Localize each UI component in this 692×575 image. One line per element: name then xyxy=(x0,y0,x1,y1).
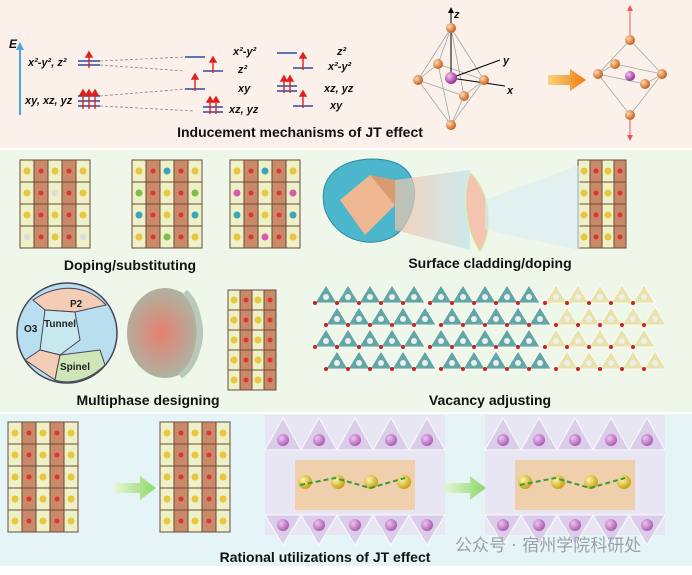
lattice-pristine xyxy=(19,159,91,249)
octahedron-elongated xyxy=(593,5,667,141)
phase-o3: O3 xyxy=(24,324,38,335)
multiphase-title: Multiphase designing xyxy=(76,392,219,408)
t2g-label: xy, xz, yz xyxy=(24,95,73,107)
prismatic-structures xyxy=(264,415,666,546)
lattice-clad xyxy=(577,159,627,249)
doping-title: Doping/substituting xyxy=(64,257,196,273)
lattice-multiphase xyxy=(227,289,277,391)
rational-arrow-2-icon xyxy=(445,476,486,500)
elong-level-1: x²-y² xyxy=(232,46,257,58)
phase-p2: P2 xyxy=(70,299,83,310)
rational-arrow-1-icon xyxy=(115,476,156,500)
multiphase-particle: P2 O3 Tunnel Spinel xyxy=(16,282,203,384)
phase-tunnel: Tunnel xyxy=(44,319,76,330)
prism-struct-b xyxy=(484,415,666,546)
elong-level-4: xz, yz xyxy=(228,104,259,116)
watermark: 公众号 · 宿州学院科研处 xyxy=(455,536,641,556)
vacancy-title: Vacancy adjusting xyxy=(429,392,551,408)
vacancy-network-2 xyxy=(428,284,552,371)
inducement-title: Inducement mechanisms of JT effect xyxy=(177,124,423,140)
surface-cladding-illustration xyxy=(322,158,580,253)
axis-x: x xyxy=(506,85,514,97)
cladding-title: Surface cladding/doping xyxy=(408,255,571,271)
phase-spinel: Spinel xyxy=(60,362,90,373)
axis-y: y xyxy=(502,55,510,67)
lattice-rational-1 xyxy=(7,421,79,533)
layered-lattice-structures xyxy=(7,159,627,533)
octahedron-regular: z y x xyxy=(413,7,514,130)
vacancy-network-3 xyxy=(543,284,667,371)
comp-level-3: xz, yz xyxy=(323,83,354,95)
elong-level-3: xy xyxy=(237,83,251,95)
axis-z: z xyxy=(453,9,460,21)
prism-struct-a xyxy=(264,415,446,546)
vacancy-structures xyxy=(313,284,667,371)
energy-axis-label: E xyxy=(9,37,18,51)
elong-level-2: z² xyxy=(237,64,248,76)
comp-level-1: z² xyxy=(336,46,347,58)
lattice-doped-1 xyxy=(131,159,203,249)
eg-label: x²-y², z² xyxy=(27,57,67,69)
comp-level-4: xy xyxy=(329,100,343,112)
comp-level-2: x²-y² xyxy=(327,61,352,73)
lattice-doped-2 xyxy=(229,159,301,249)
energy-level-diagram: E x²-y², z² xy, xz, yz xyxy=(9,37,354,116)
rational-title: Rational utilizations of JT effect xyxy=(220,549,431,565)
spin-arrows xyxy=(78,50,308,114)
vacancy-network-1 xyxy=(313,284,437,371)
lattice-rational-2 xyxy=(159,421,231,533)
transform-arrow-icon xyxy=(548,69,586,91)
